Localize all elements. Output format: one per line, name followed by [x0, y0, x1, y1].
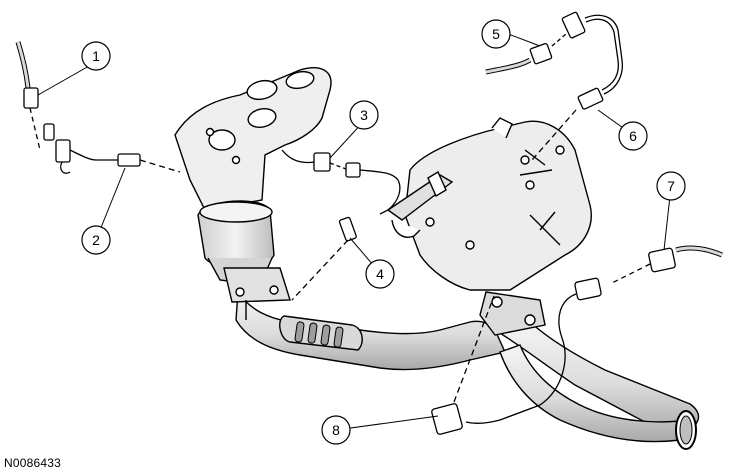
- sensor-8: [431, 403, 463, 435]
- sensor-4: [338, 216, 357, 242]
- callout-3: 3: [349, 100, 379, 130]
- callout-6: 6: [618, 121, 648, 151]
- callout-1-label: 1: [92, 48, 100, 64]
- connector-5: [529, 42, 553, 65]
- sensor-harnesses: [15, 11, 723, 435]
- callout-5: 5: [481, 19, 511, 49]
- callout-1: 1: [81, 41, 111, 71]
- callout-8: 8: [321, 415, 351, 445]
- sensor-6: [577, 87, 604, 110]
- callout-4: 4: [365, 259, 395, 289]
- callout-8-label: 8: [332, 422, 340, 438]
- callout-6-label: 6: [629, 128, 637, 144]
- rear-exhaust-manifold: [386, 117, 592, 291]
- callout-2: 2: [81, 225, 111, 255]
- callout-7: 7: [656, 171, 686, 201]
- callout-3-label: 3: [360, 107, 368, 123]
- figure-id-label: N0086433: [4, 456, 61, 470]
- front-flange: [223, 267, 291, 303]
- callout-2-label: 2: [92, 232, 100, 248]
- y-pipe: [235, 289, 700, 450]
- front-exhaust-manifold: [174, 67, 332, 320]
- callout-5-label: 5: [492, 26, 500, 42]
- connector-3: [313, 152, 331, 172]
- connector-7: [648, 247, 676, 273]
- callout-4-label: 4: [376, 266, 384, 282]
- sensor-2: [117, 153, 141, 167]
- connector-1: [23, 87, 39, 109]
- callout-7-label: 7: [667, 178, 675, 194]
